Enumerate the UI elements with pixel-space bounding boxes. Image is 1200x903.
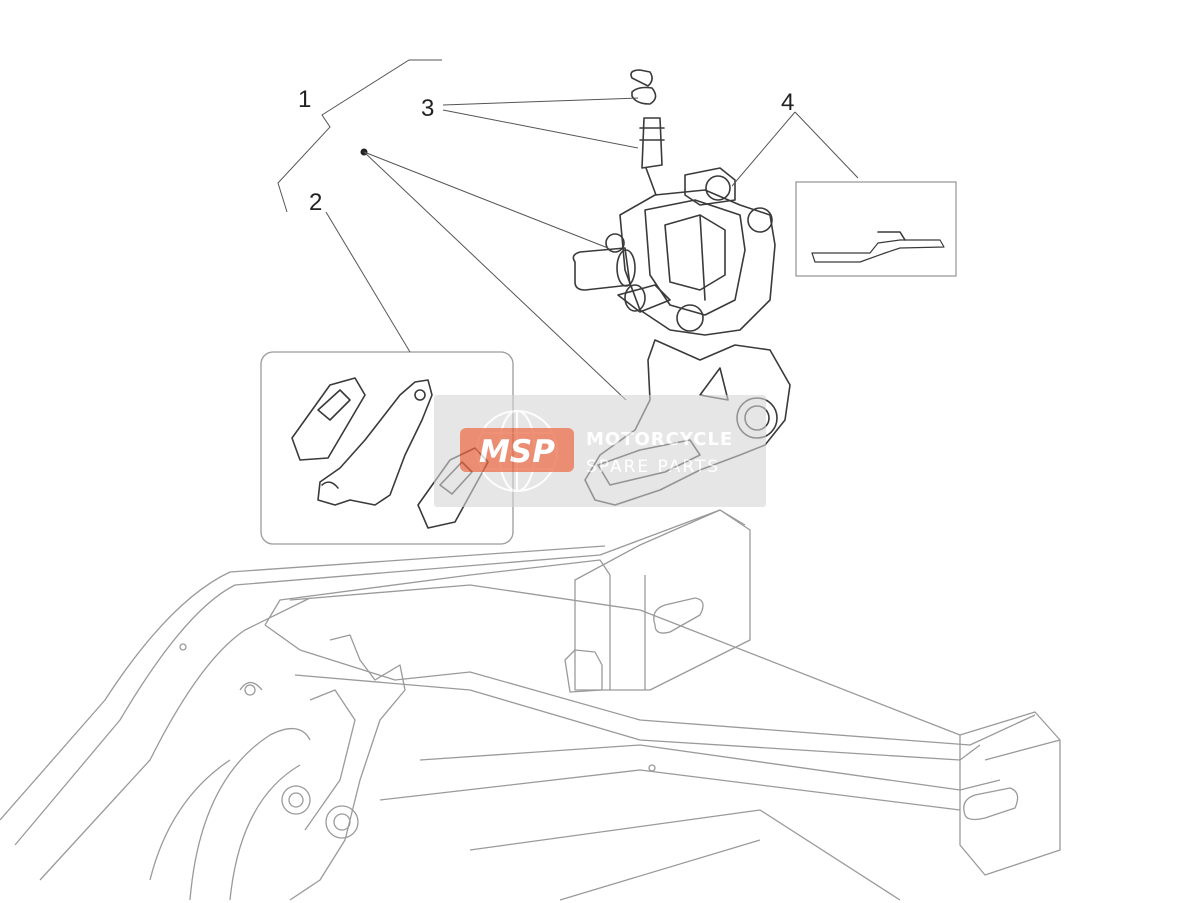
watermark-logo-text: MSP <box>479 434 555 470</box>
clip-detail-box <box>795 181 957 277</box>
leader-lines <box>277 59 859 401</box>
callout-1: 1 <box>298 86 311 113</box>
callout-2: 2 <box>309 189 322 216</box>
callout-labels: 1 2 3 4 <box>298 86 794 216</box>
msp-logo <box>460 428 574 472</box>
watermark-line-2: SPARE PARTS <box>586 457 720 477</box>
watermark: MSP MOTORCYCLE SPARE PARTS <box>434 395 766 507</box>
brake-caliper <box>572 69 791 506</box>
swingarm-frame <box>0 509 1061 901</box>
callout-3: 3 <box>421 95 434 122</box>
watermark-line-1: MOTORCYCLE <box>586 429 733 450</box>
callout-4: 4 <box>781 89 794 116</box>
